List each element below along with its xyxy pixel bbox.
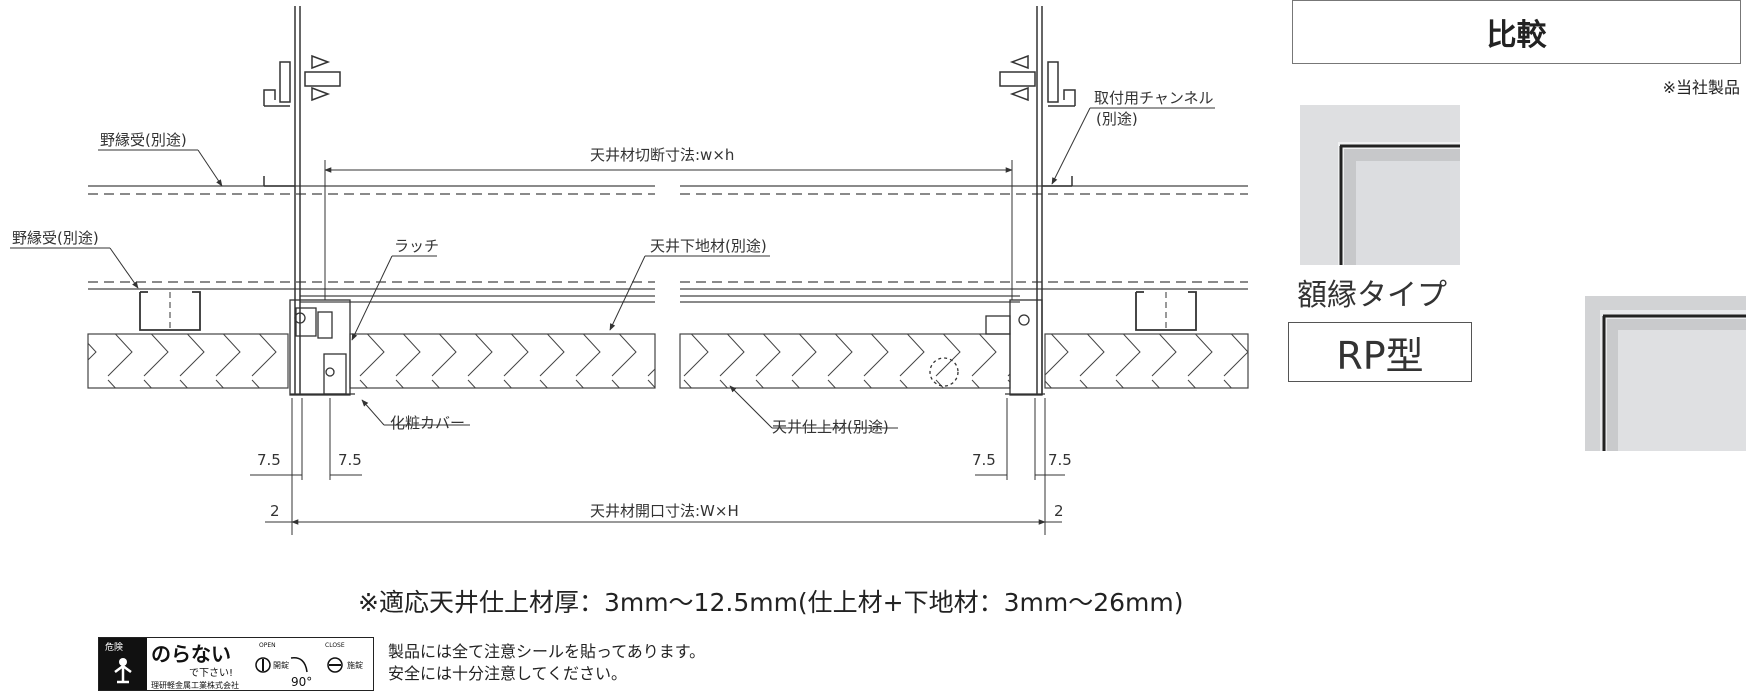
hanger-left (263, 6, 341, 395)
label-substrate: 天井下地材(別途) (650, 237, 767, 255)
seal-notice-line-1: 製品には全て注意シールを貼ってあります。 (388, 642, 706, 661)
model-label-box: RP型 (1288, 322, 1472, 382)
ceiling-board (87, 333, 1249, 389)
label-cosmetic-cover: 化粧カバー (390, 414, 465, 432)
label-cut-size: 天井材切断寸法:w×h (590, 146, 734, 164)
seal-notice: 製品には全て注意シールを貼ってあります。 安全には十分注意してください。 (388, 641, 705, 685)
seal-main: のらない (151, 642, 231, 666)
label-dim-7-5-a: 7.5 (257, 451, 281, 469)
lower-joist-lines (88, 281, 1248, 303)
label-channel-2: (別途) (1096, 110, 1138, 128)
caution-seal: 危険 のらない で下さい! 理研軽金属工業株式会社 OPEN 開錠 90° CL… (98, 637, 374, 691)
seal-open: OPEN (259, 642, 276, 649)
frame-right (929, 299, 1045, 396)
seal-close: CLOSE (325, 642, 345, 649)
frame-photo-1 (1300, 105, 1460, 265)
seal-open-kanji: 開錠 (273, 660, 289, 670)
dimension-lines (250, 160, 1065, 535)
label-opening-size: 天井材開口寸法:W×H (590, 502, 739, 520)
seal-danger: 危険 (105, 641, 123, 653)
frame-type-label: 額縁タイプ (1297, 278, 1447, 313)
person-icon (119, 658, 127, 666)
frame-left (289, 299, 355, 396)
label-nobuchi-left: 野縁受(別途) (12, 229, 99, 247)
label-latch: ラッチ (394, 237, 439, 255)
comparison-header: 比較 (1292, 0, 1741, 64)
label-finish: 天井仕上材(別途) (772, 418, 889, 436)
leader-lines (10, 107, 1215, 429)
company-product-note: ※当社製品 (1662, 78, 1740, 97)
seal-company: 理研軽金属工業株式会社 (151, 680, 239, 690)
label-channel-1: 取付用チャンネル (1094, 89, 1214, 107)
seal-notice-line-2: 安全には十分注意してください。 (388, 664, 628, 683)
label-nobuchi-top: 野縁受(別途) (100, 131, 187, 149)
thickness-note: ※適応天井仕上材厚：3mm〜12.5mm(仕上材+下地材：3mm〜26mm) (358, 588, 1184, 617)
label-dim-7-5-b: 7.5 (338, 451, 362, 469)
seal-sub: で下さい! (189, 667, 233, 679)
seal-close-kanji: 施錠 (347, 660, 363, 670)
c-channels (139, 291, 1197, 331)
label-dim-2-a: 2 (270, 502, 280, 520)
label-dim-7-5-c: 7.5 (972, 451, 996, 469)
frame-photo-2 (1585, 296, 1746, 451)
upper-joist-lines (88, 185, 1248, 195)
label-dim-2-b: 2 (1054, 502, 1064, 520)
seal-angle: 90° (291, 675, 312, 689)
label-dim-7-5-d: 7.5 (1048, 451, 1072, 469)
diagram-labels: 野縁受(別途) 野縁受(別途) 取付用チャンネル (別途) 天井材切断寸法:w×… (12, 89, 1214, 520)
